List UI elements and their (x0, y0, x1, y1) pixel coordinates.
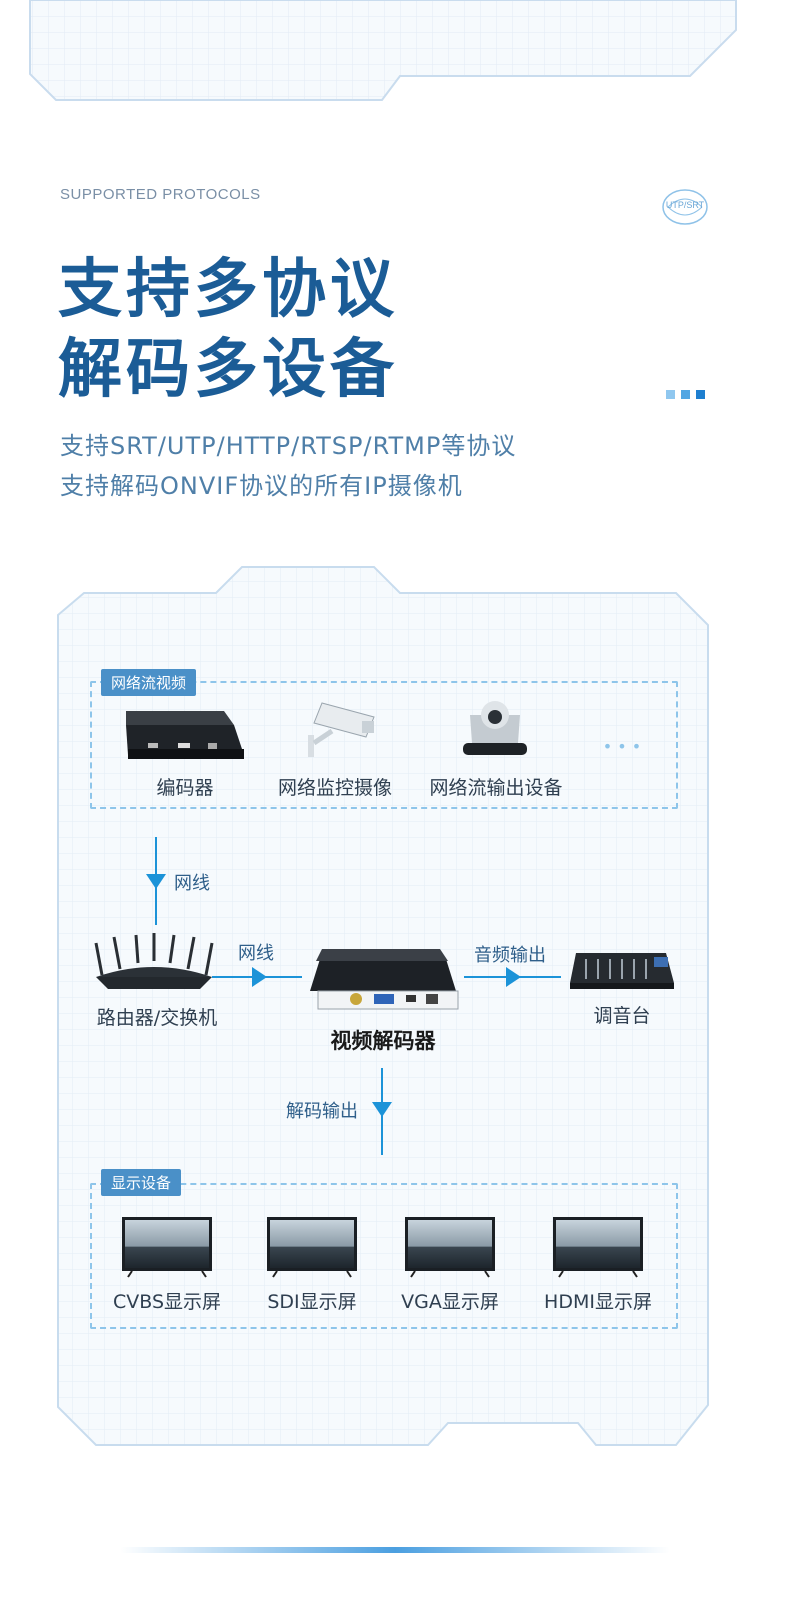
dot (681, 390, 690, 399)
dot (696, 390, 705, 399)
audio-mixer-icon (570, 953, 674, 989)
topology-diagram: 网络流视频 编码器 网络监控摄像 网络流输出设备 • • • 网线 网线 音频输… (56, 565, 710, 1447)
section-eyebrow: SUPPORTED PROTOCOLS (60, 186, 261, 203)
decoder-label: 视频解码器 (330, 1029, 436, 1053)
network-stream-tag: 网络流视频 (101, 669, 197, 696)
tv-icon (553, 1217, 643, 1278)
badge-label: UTP/SRT (665, 200, 705, 210)
dot (666, 390, 675, 399)
cctv-label: 网络监控摄像 (277, 777, 392, 799)
hdmi-display-label: HDMI显示屏 (544, 1291, 652, 1313)
description: 支持SRT/UTP/HTTP/RTSP/RTMP等协议 支持解码ONVIF协议的… (60, 426, 516, 506)
utp-srt-badge-icon: UTP/SRT (660, 186, 710, 228)
decode-out-label: 解码输出 (286, 1101, 358, 1122)
vga-display-label: VGA显示屏 (401, 1291, 499, 1313)
page-title: 支持多协议 解码多设备 (58, 250, 398, 410)
description-line-1: 支持SRT/UTP/HTTP/RTSP/RTMP等协议 (60, 432, 517, 460)
stream-device-label: 网络流输出设备 (429, 777, 563, 799)
router-label: 路由器/交换机 (96, 1007, 218, 1029)
tv-icon (122, 1217, 212, 1278)
display-device-group (90, 1183, 678, 1329)
encoder-device-icon (126, 711, 244, 759)
ptz-camera-icon (463, 701, 527, 755)
title-line-2: 解码多设备 (58, 333, 398, 407)
cvbs-display-label: CVBS显示屏 (112, 1291, 222, 1313)
audio-out-label: 音频输出 (474, 945, 546, 966)
description-line-2: 支持解码ONVIF协议的所有IP摄像机 (60, 472, 463, 500)
video-decoder-icon (310, 949, 459, 1010)
tv-icon (267, 1217, 357, 1278)
sdi-display-label: SDI显示屏 (267, 1291, 357, 1313)
decor-dots (666, 384, 711, 403)
cable-right-label: 网线 (238, 943, 274, 964)
top-decor-panel (0, 0, 790, 110)
router-icon (94, 933, 214, 989)
mixer-label: 调音台 (593, 1005, 651, 1027)
title-line-1: 支持多协议 (58, 253, 398, 327)
network-stream-group (90, 681, 678, 809)
encoder-label: 编码器 (156, 777, 214, 799)
tv-icon (405, 1217, 495, 1278)
cctv-camera-icon (308, 702, 375, 757)
more-icon: • • • (602, 737, 642, 756)
display-device-tag: 显示设备 (101, 1169, 182, 1196)
cable-down-label: 网线 (174, 873, 210, 894)
bottom-divider (120, 1547, 670, 1553)
